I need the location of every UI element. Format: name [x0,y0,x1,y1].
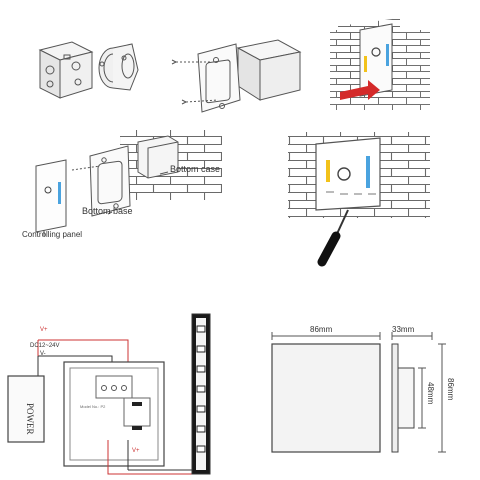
dc-supply-label: DC12~24V [30,343,60,349]
height-dimension: 86mm [446,378,455,401]
panel-back [63,361,165,467]
width-dimension: 86mm [310,325,333,334]
step1-junction-boxes [38,41,139,99]
bottom-base-label: Bottom base [82,206,133,216]
front-view [271,343,381,453]
square-junction-box [38,41,94,99]
v-plus-bottom-label: V+ [132,448,140,454]
step2-mounting-plate [171,39,302,113]
step5-finished-panel [288,132,430,267]
wiring-diagram [7,313,211,475]
inner-dimension: 48mm [426,382,435,405]
depth-dimension: 33mm [392,325,415,334]
dimension-drawing [271,332,446,453]
bottom-case-label: Bottom case [170,164,221,174]
v-minus-label: V- [40,351,46,357]
round-junction-box [98,43,139,91]
side-view [391,343,399,453]
panel-back-text: Model No.: P2 [80,404,106,409]
controlling-panel-label: Controlling panel [22,230,83,239]
led-strip [191,313,211,475]
v-plus-top-label: V+ [40,327,48,333]
step4-exploded-install [35,130,222,236]
power-supply-box [7,375,45,443]
step3-panel-insert [330,18,430,110]
power-label: POWER [25,403,35,435]
